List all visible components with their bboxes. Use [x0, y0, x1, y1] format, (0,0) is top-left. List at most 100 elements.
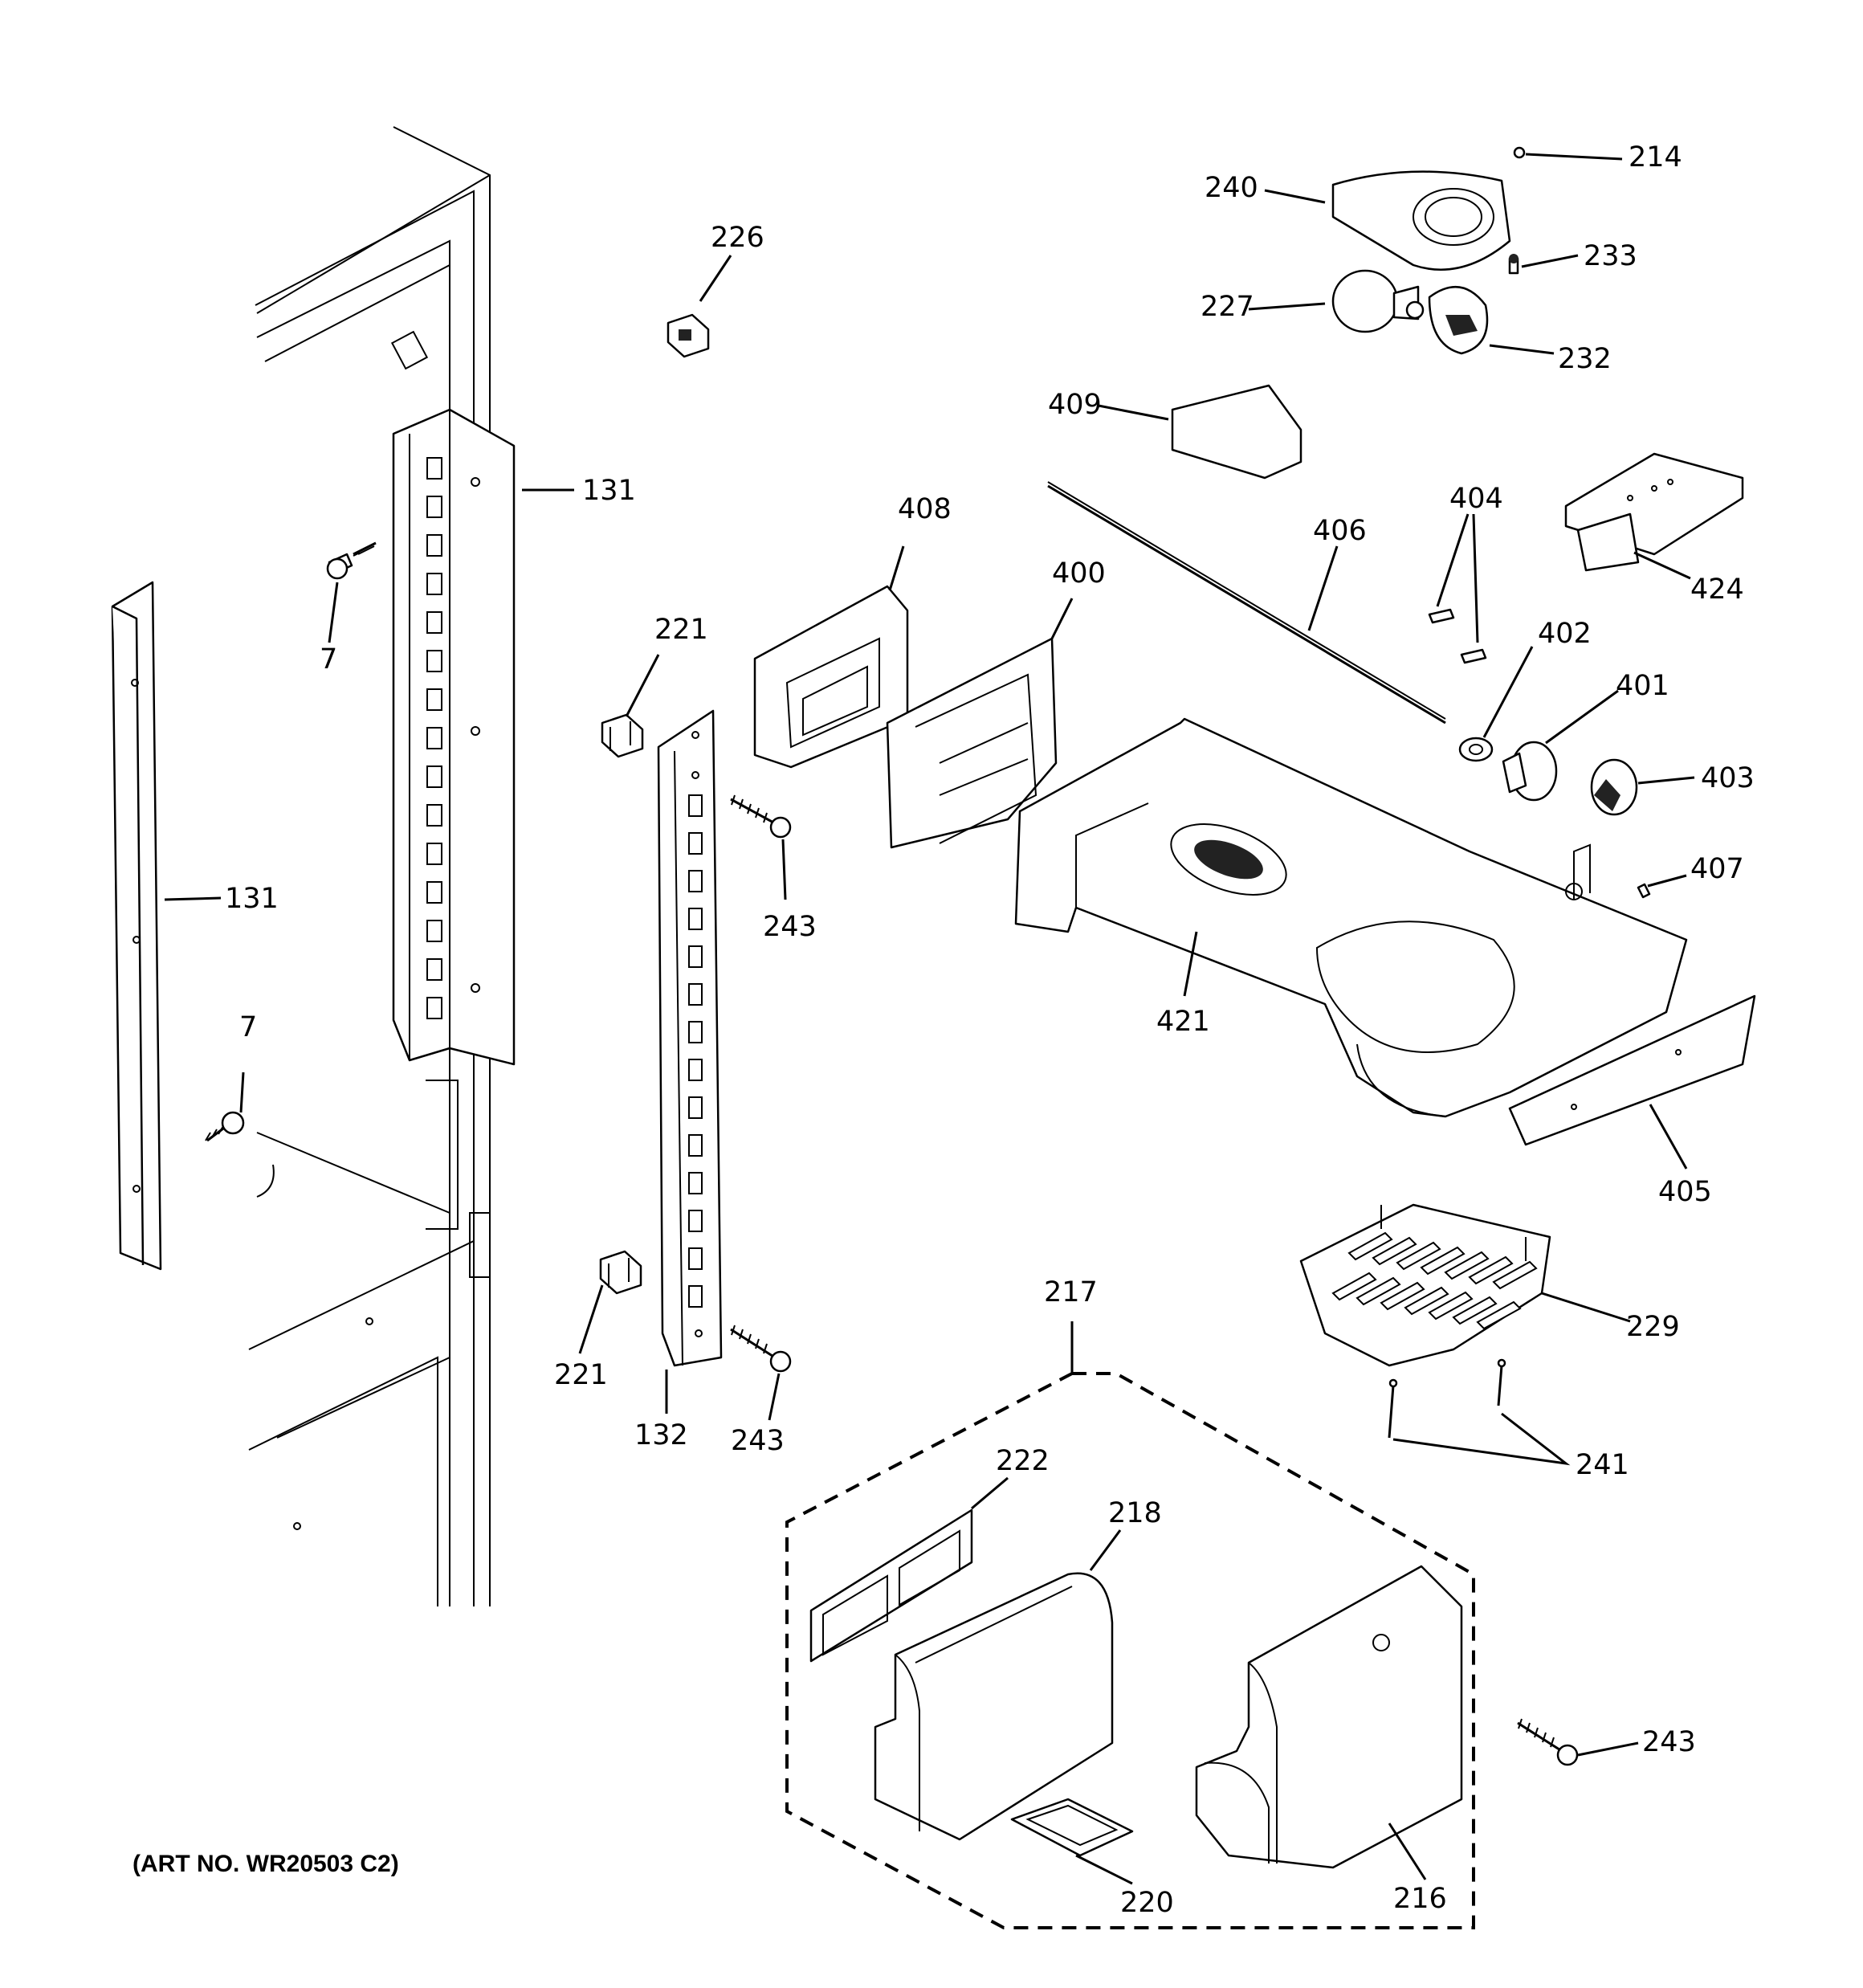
tray-rib	[1468, 1255, 1514, 1285]
label-424: 424	[1690, 574, 1744, 606]
rail-slot	[426, 611, 442, 634]
clip-221-lower	[599, 1250, 642, 1295]
tray-rib	[1396, 1241, 1441, 1271]
leader-lines	[164, 153, 1695, 1885]
rail-131-upper	[392, 408, 516, 1066]
rail-slot	[688, 1285, 703, 1308]
rail-slot	[426, 997, 442, 1019]
label-218: 218	[1108, 1497, 1162, 1529]
screw-233	[1508, 254, 1519, 275]
refrigerator-cabinet	[248, 126, 491, 1606]
label-405: 405	[1658, 1176, 1712, 1208]
housing-216	[1195, 1565, 1463, 1869]
label-241: 241	[1576, 1449, 1629, 1481]
label-221-lower: 221	[554, 1359, 608, 1391]
tray-229	[1299, 1203, 1551, 1367]
label-221-upper: 221	[654, 614, 708, 646]
knob-401	[1502, 741, 1558, 802]
rail-131-lower	[111, 581, 162, 1271]
tray-rib	[1347, 1231, 1393, 1261]
socket-232	[1428, 285, 1489, 355]
control-board-424	[1564, 452, 1744, 572]
clip-226	[667, 313, 710, 358]
gasket-222	[809, 1508, 973, 1663]
rail-slot	[688, 794, 703, 817]
kit-217-outline	[785, 1372, 1475, 1929]
cover-408	[753, 585, 909, 769]
tray-rib	[1444, 1251, 1490, 1280]
tray-rib	[1404, 1286, 1449, 1316]
tray-rib	[1428, 1291, 1474, 1321]
part-labels: 214 240 233 227 232 226 409 404 424 131 …	[132, 141, 1755, 1919]
screws-241	[1388, 1358, 1506, 1439]
label-233: 233	[1584, 240, 1637, 272]
rail-slot	[426, 496, 442, 518]
gasket-220	[1010, 1798, 1134, 1857]
rail-slot	[426, 534, 442, 557]
label-409: 409	[1048, 389, 1102, 421]
screw-243-upper	[730, 794, 792, 839]
label-243-middle: 243	[731, 1425, 785, 1457]
rail-slot	[688, 870, 703, 892]
pins-404	[1428, 608, 1487, 664]
rail-slot	[688, 983, 703, 1006]
tray-rib	[1331, 1272, 1377, 1301]
label-214: 214	[1629, 141, 1682, 173]
art-number: (ART NO. WR20503 C2)	[132, 1851, 399, 1877]
tray-rib	[1420, 1246, 1466, 1276]
label-220: 220	[1120, 1887, 1174, 1919]
label-402: 402	[1538, 618, 1592, 650]
rail-132	[657, 709, 723, 1367]
rail-slot	[426, 920, 442, 942]
rail-slot	[688, 1247, 703, 1270]
tray-rib	[1492, 1260, 1538, 1290]
rail-slot	[426, 843, 442, 865]
label-131-lower: 131	[225, 883, 279, 915]
label-229: 229	[1626, 1311, 1680, 1343]
trim-405	[1508, 994, 1756, 1146]
light-cover-240	[1331, 170, 1511, 271]
tray-rib	[1452, 1296, 1498, 1325]
screw-7-lower	[205, 1111, 245, 1142]
label-232: 232	[1558, 343, 1612, 375]
rail-slot	[426, 958, 442, 981]
label-243-upper: 243	[763, 911, 817, 943]
screw-243-middle	[730, 1325, 792, 1373]
rod-406	[1047, 481, 1446, 725]
cover-400	[886, 637, 1058, 849]
rail-slot	[688, 945, 703, 968]
rail-slot	[426, 765, 442, 788]
tray-rib	[1476, 1300, 1522, 1330]
label-131-upper: 131	[582, 475, 636, 507]
label-226: 226	[711, 222, 764, 254]
label-403: 403	[1701, 762, 1755, 794]
label-404: 404	[1449, 483, 1503, 515]
rail-slot	[426, 688, 442, 711]
label-406: 406	[1313, 515, 1367, 547]
rail-slot	[688, 1021, 703, 1043]
rail-slot	[688, 1059, 703, 1081]
label-240: 240	[1205, 172, 1258, 204]
label-401: 401	[1616, 670, 1669, 702]
bulb-227	[1331, 269, 1425, 333]
rail-slot	[426, 650, 442, 672]
rail-slot	[688, 1210, 703, 1232]
rail-slot	[688, 908, 703, 930]
label-227: 227	[1201, 291, 1254, 323]
rail-slot	[688, 832, 703, 855]
label-421: 421	[1156, 1006, 1210, 1038]
label-400: 400	[1052, 557, 1106, 590]
label-7-upper: 7	[320, 643, 337, 676]
label-222: 222	[996, 1445, 1050, 1477]
rail-slot	[426, 881, 442, 904]
tray-rib	[1355, 1276, 1401, 1306]
rail-slot	[688, 1134, 703, 1157]
screw-243-lower	[1517, 1718, 1579, 1766]
tray-rib	[1380, 1281, 1425, 1311]
pad-409	[1171, 384, 1302, 480]
nut-214	[1513, 146, 1526, 159]
label-217: 217	[1044, 1276, 1098, 1308]
clip-221-upper	[601, 713, 644, 758]
label-132: 132	[634, 1419, 688, 1451]
